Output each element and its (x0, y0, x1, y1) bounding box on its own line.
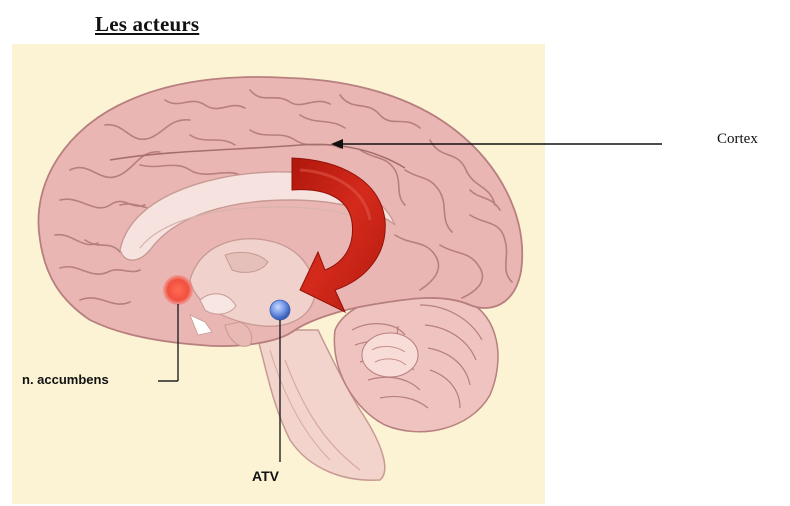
accumbens-label: n. accumbens (22, 372, 109, 387)
cortex-label: Cortex (717, 131, 758, 148)
atv-marker (270, 300, 290, 320)
nucleus-accumbens-marker (163, 275, 193, 305)
atv-label: ATV (252, 468, 279, 484)
